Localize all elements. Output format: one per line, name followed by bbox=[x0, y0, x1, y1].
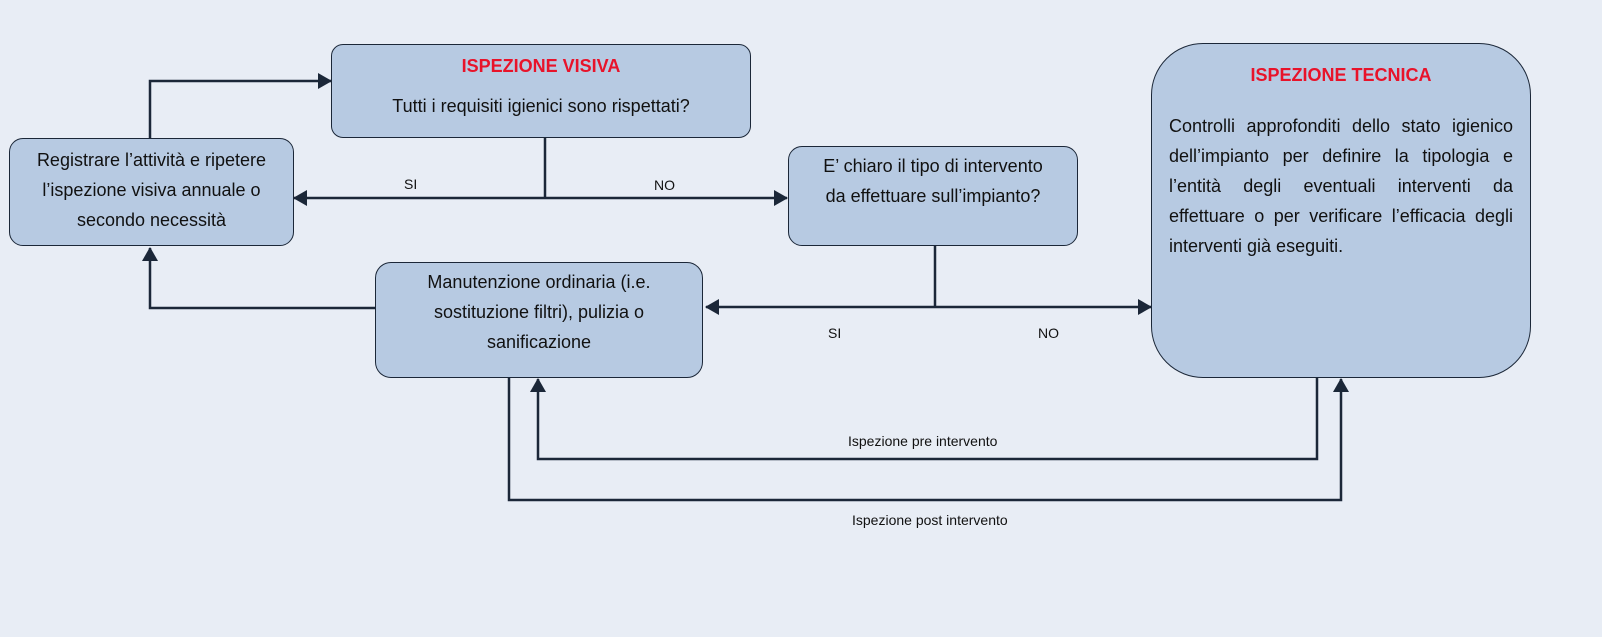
technical-inspection-body: Controlli approfonditi dello stato igien… bbox=[1169, 116, 1513, 256]
intervention-yes-label: SI bbox=[828, 325, 842, 341]
intervention-no-label: NO bbox=[1038, 325, 1059, 341]
register-activity-text: Registrare l’attività e ripetere l’ispez… bbox=[36, 150, 267, 230]
register-activity-box: Registrare l’attività e ripetere l’ispez… bbox=[9, 138, 294, 246]
edge-pre-intervention bbox=[530, 378, 1319, 461]
visual-inspection-title: ISPEZIONE VISIVA bbox=[461, 56, 621, 76]
technical-inspection-title: ISPEZIONE TECNICA bbox=[1250, 65, 1432, 85]
maintenance-text: Manutenzione ordinaria (i.e. sostituzion… bbox=[427, 272, 651, 352]
edge-post-intervention bbox=[507, 378, 1349, 502]
pre-intervention-label: Ispezione pre intervento bbox=[848, 433, 998, 449]
visual-no-label: NO bbox=[654, 177, 675, 193]
visual-inspection-box: ISPEZIONE VISIVA Tutti i requisiti igien… bbox=[331, 44, 751, 138]
intervention-question-text: E’ chiaro il tipo di intervento da effet… bbox=[823, 156, 1043, 206]
edge-maintenance-to-register bbox=[142, 247, 375, 310]
post-intervention-label: Ispezione post intervento bbox=[852, 512, 1008, 528]
intervention-question-box: E’ chiaro il tipo di intervento da effet… bbox=[788, 146, 1078, 246]
maintenance-box: Manutenzione ordinaria (i.e. sostituzion… bbox=[375, 262, 703, 378]
technical-inspection-box: ISPEZIONE TECNICA Controlli approfonditi… bbox=[1151, 43, 1531, 378]
visual-yes-label: SI bbox=[404, 176, 418, 192]
visual-inspection-question: Tutti i requisiti igienici sono rispetta… bbox=[392, 96, 690, 116]
edge-register-to-visual bbox=[148, 73, 332, 138]
